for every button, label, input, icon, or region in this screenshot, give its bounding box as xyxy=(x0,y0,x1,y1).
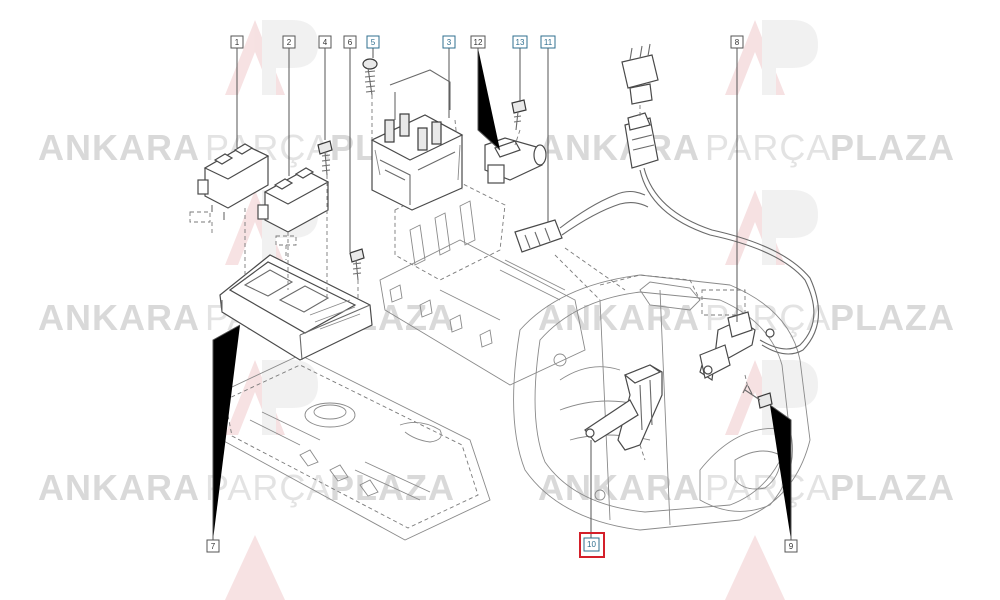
watermark-word: PLAZA xyxy=(830,297,955,338)
callout-leaders xyxy=(212,48,792,540)
callout-label: 6 xyxy=(348,38,353,47)
watermark-layer: ANKARA PARÇA PLAZA ANKARA PARÇA PLAZA AN… xyxy=(38,20,955,600)
callout-label: 4 xyxy=(323,38,328,47)
sensor-cable xyxy=(639,167,820,355)
callout-2[interactable]: 2 xyxy=(282,35,296,49)
bolt-part-13 xyxy=(511,99,527,131)
crank-sensor-right xyxy=(699,311,775,382)
watermark-logo xyxy=(725,535,785,600)
watermark-word: PLAZA xyxy=(830,467,955,508)
watermark-row: ANKARA PARÇA PLAZA ANKARA PARÇA PLAZA xyxy=(38,467,955,508)
callout-6[interactable]: 6 xyxy=(343,35,357,49)
assembly-guide-lines xyxy=(211,95,749,461)
watermark-logo xyxy=(725,190,818,265)
callout-label: 13 xyxy=(516,38,525,47)
connector-clip xyxy=(275,235,297,246)
callout-8[interactable]: 8 xyxy=(730,35,744,49)
crankshaft-sensor-part-10 xyxy=(584,364,663,451)
watermark-word: PARÇA xyxy=(705,467,831,508)
callout-highlight-frame xyxy=(579,532,605,558)
callout-label: 12 xyxy=(474,38,483,47)
connector-clip xyxy=(189,211,211,223)
watermark-word: PARÇA xyxy=(205,467,331,508)
watermark-word: ANKARA xyxy=(538,297,700,338)
callout-box xyxy=(282,35,296,49)
callout-box xyxy=(470,35,486,49)
callout-label: 7 xyxy=(211,542,216,551)
watermark-word: ANKARA xyxy=(538,127,700,168)
coil-pack-part-3 xyxy=(370,69,464,211)
wiring-harness-part-11 xyxy=(514,190,649,253)
callout-label: 11 xyxy=(544,38,553,47)
callout-5[interactable]: 5 xyxy=(366,35,380,49)
watermark-word: ANKARA xyxy=(38,467,200,508)
watermark-word: ANKARA xyxy=(38,127,200,168)
callout-box xyxy=(583,537,600,552)
watermark-logo xyxy=(225,360,318,435)
coil-bracket-part-7 xyxy=(219,254,373,361)
watermark-logo xyxy=(225,20,318,95)
callout-box xyxy=(540,35,556,49)
callout-label: 9 xyxy=(789,542,794,551)
bolt-part-4 xyxy=(317,140,333,176)
callout-label: 3 xyxy=(447,38,452,47)
callout-box xyxy=(206,539,220,553)
callout-13[interactable]: 13 xyxy=(512,35,528,49)
callout-label: 8 xyxy=(735,38,740,47)
watermark-word: PLAZA xyxy=(830,127,955,168)
callout-7[interactable]: 7 xyxy=(206,539,220,553)
ignition-coil-part-2 xyxy=(257,167,330,233)
callout-box xyxy=(442,35,456,49)
callout-label: 5 xyxy=(371,38,376,47)
callout-box xyxy=(512,35,528,49)
watermark-word: ANKARA xyxy=(38,297,200,338)
callout-box xyxy=(366,35,380,49)
callout-4[interactable]: 4 xyxy=(318,35,332,49)
watermark-logo xyxy=(225,535,285,600)
plug-connector-top xyxy=(621,43,659,105)
bolt-part-9 xyxy=(742,384,773,409)
bolt-part-6 xyxy=(349,248,365,281)
callout-label: 1 xyxy=(235,38,240,47)
callout-label: 2 xyxy=(287,38,292,47)
callout-box xyxy=(784,539,798,553)
callout-1[interactable]: 1 xyxy=(230,35,244,49)
watermark-logo xyxy=(725,360,818,435)
callout-11[interactable]: 11 xyxy=(540,35,556,49)
callout-label: 10 xyxy=(587,540,596,549)
watermark-word: ANKARA xyxy=(538,467,700,508)
callout-box xyxy=(230,35,244,49)
callout-box xyxy=(730,35,744,49)
bolt-part-5 xyxy=(362,58,378,96)
callout-9[interactable]: 9 xyxy=(784,539,798,553)
watermark-word: PARÇA xyxy=(705,127,831,168)
callout-3[interactable]: 3 xyxy=(442,35,456,49)
ignition-coil-part-1 xyxy=(197,143,270,220)
callout-12[interactable]: 12 xyxy=(470,35,486,49)
callout-10[interactable]: 10 xyxy=(579,532,605,558)
callout-box xyxy=(343,35,357,49)
watermark-logo xyxy=(725,20,818,95)
callout-box xyxy=(318,35,332,49)
cable-connector-part-8 xyxy=(624,112,659,169)
